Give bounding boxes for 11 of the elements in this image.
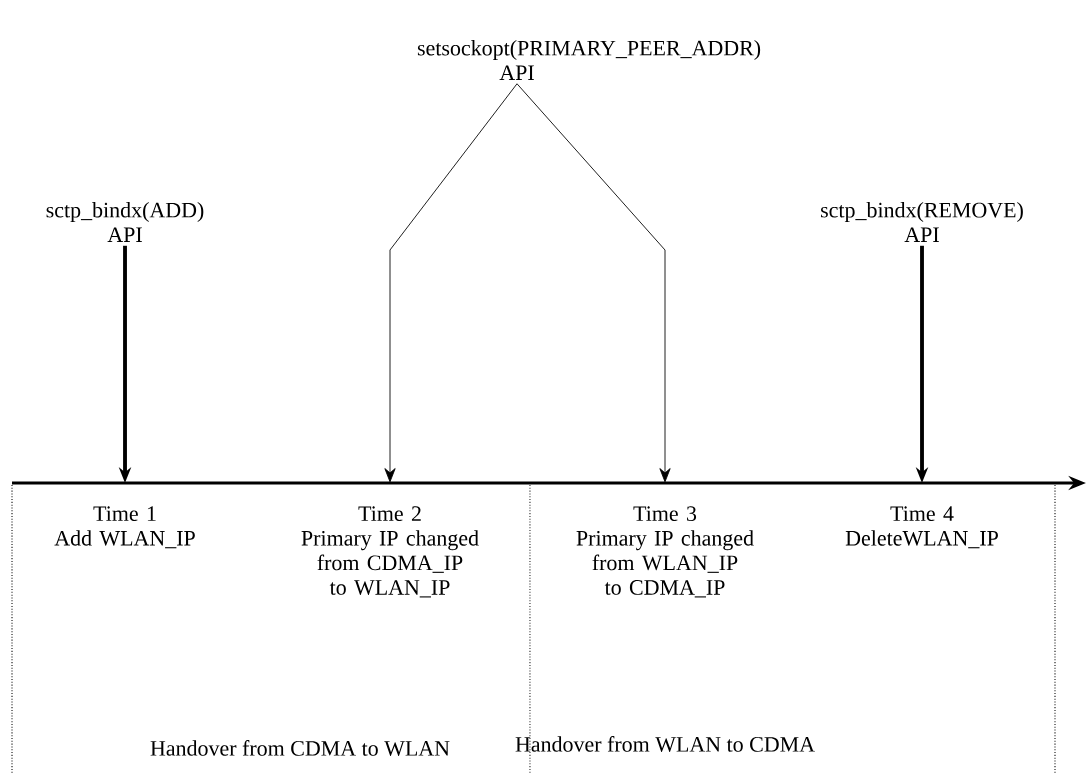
time-point-label: Time 1 Add WLAN_IP: [54, 506, 195, 549]
arrow: [384, 83, 518, 483]
phase-label: Handover from CDMA to WLAN: [150, 740, 450, 756]
phase-label: Handover from WLAN to CDMA: [515, 736, 815, 752]
time-point-label: Time 3 Primary IP changed from WLAN_IP to CDMA_IP: [576, 506, 754, 598]
arrow: [516, 83, 671, 483]
time-point-label: Time 2 Primary IP changed from CDMA_IP to WLAN_IP: [301, 506, 479, 598]
api-call-label: sctp_bindx(ADD) API: [46, 202, 204, 242]
api-call-label: sctp_bindx(REMOVE) API: [821, 202, 1023, 242]
time-point-label: Time 4 DeleteWLAN_IP: [845, 506, 998, 549]
api-call-label: setsockopt(PRIMARY_PEER_ADDR) API: [417, 40, 761, 80]
